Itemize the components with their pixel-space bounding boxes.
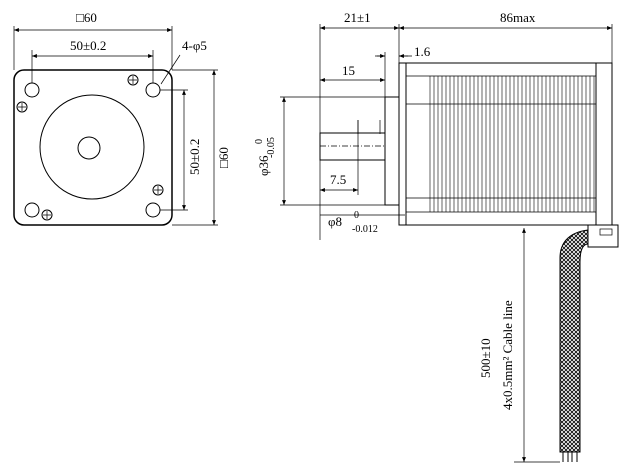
dim-boss-tol-lower: -0.05: [266, 137, 277, 158]
end-cap: [595, 62, 613, 226]
mounting-hole-tl: [24, 82, 40, 98]
dim-shaft-tol-lower: -0.012: [352, 224, 378, 235]
screw-icon: [127, 74, 139, 86]
dim-overall-square: □60: [76, 10, 97, 25]
cooling-fins: [406, 75, 596, 213]
side-view: 21±1 86max 1.6 15 7.5 φ36 0 -0.05 φ8 0 -…: [254, 10, 619, 463]
screw-icon: [16, 101, 28, 113]
boss-circle: [39, 94, 145, 200]
shaft-circle: [77, 136, 101, 160]
mounting-hole-tr: [145, 82, 161, 98]
dim-shaft-length: 15: [342, 63, 355, 78]
dim-hole-spacing-h: 50±0.2: [70, 38, 106, 53]
dim-cable-length: 500±10: [478, 338, 493, 378]
motor-body: [405, 62, 597, 226]
cable-connector: [587, 224, 619, 248]
dim-flat-length: 7.5: [330, 172, 346, 187]
boss: [384, 96, 400, 206]
dim-hole-callout: 4-φ5: [182, 38, 207, 53]
cable: [559, 229, 589, 453]
dim-cable-spec: 4x0.5mm² Cable line: [500, 300, 515, 410]
dim-height-square: □60: [216, 147, 231, 168]
screw-icon: [41, 209, 53, 221]
dim-shoulder: 1.6: [414, 44, 431, 59]
flange-outline: [13, 69, 173, 226]
front-view: □60 50±0.2 4-φ5 50±0.2 □60: [13, 10, 231, 226]
screw-icon: [152, 184, 164, 196]
dim-boss-tol-upper: 0: [254, 139, 265, 144]
dim-total-length: 86max: [500, 10, 536, 25]
mounting-hole-bl: [24, 202, 40, 218]
flange-plate: [398, 62, 407, 226]
dim-boss-dia: φ36: [256, 155, 271, 176]
shaft: [319, 132, 386, 161]
mounting-hole-br: [145, 202, 161, 218]
dim-shaft-tol-upper: 0: [354, 210, 359, 221]
dim-hole-spacing-v: 50±0.2: [187, 139, 202, 175]
dim-flange-length: 21±1: [344, 10, 371, 25]
dim-shaft-dia: φ8: [328, 214, 342, 229]
